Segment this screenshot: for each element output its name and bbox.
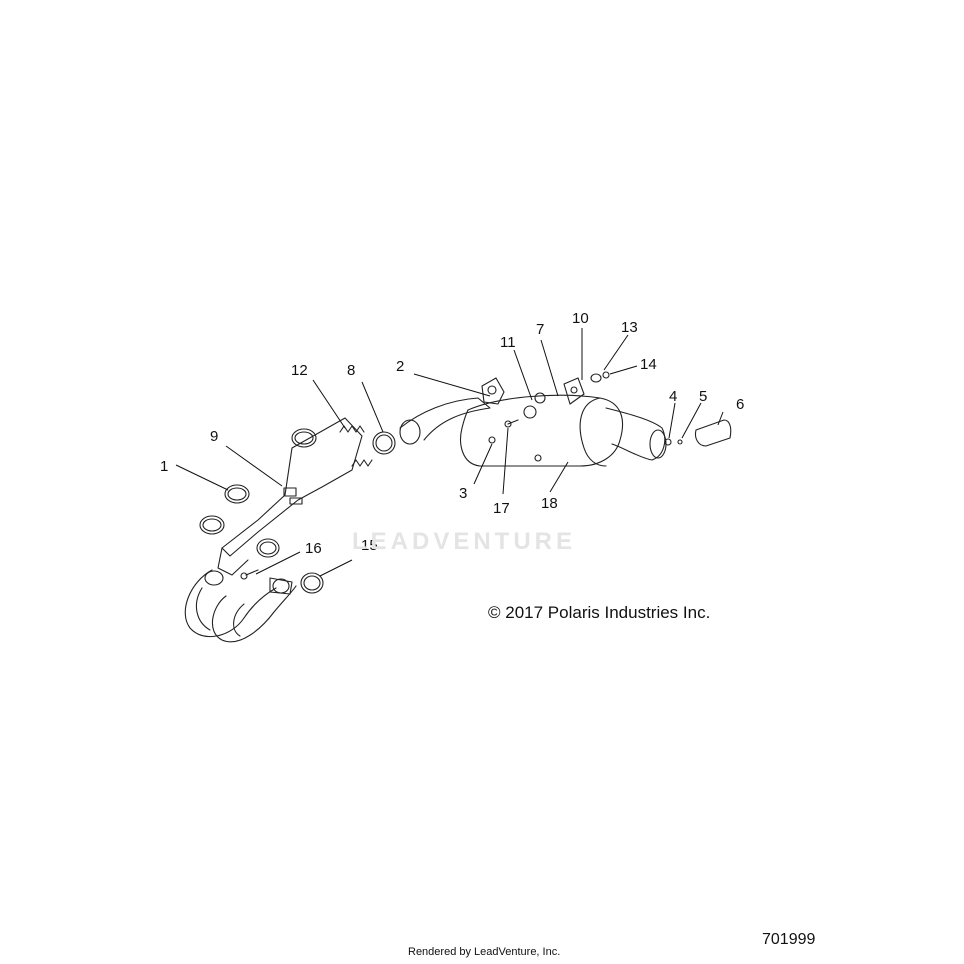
callout-11: 11: [500, 334, 516, 351]
watermark: LEADVENTURE: [352, 528, 577, 555]
clamp-ring: [199, 428, 317, 558]
copyright-notice: © 2017 Polaris Industries Inc.: [488, 603, 711, 622]
callout-12: 12: [291, 362, 308, 379]
callout-10: 10: [572, 310, 589, 327]
spring: [339, 425, 373, 467]
muffler: [399, 377, 667, 467]
gasket-lower: [300, 572, 324, 594]
callout-18: 18: [541, 495, 558, 512]
gasket: [372, 431, 396, 455]
callout-15: 15: [361, 537, 378, 554]
callout-9: 9: [210, 428, 218, 445]
diagram-id: 701999: [762, 931, 816, 948]
rendered-by-credit: Rendered by LeadVenture, Inc.: [408, 946, 561, 958]
hardware: [590, 371, 683, 446]
callout-2: 2: [396, 358, 404, 375]
callout-labels: 1 2 3 4 5 6 7 8 9 10 11 12 13 14 15 16 1…: [160, 310, 744, 557]
callout-4: 4: [669, 388, 677, 405]
callout-3: 3: [459, 485, 467, 502]
header-pipe: [184, 417, 363, 643]
callout-5: 5: [699, 388, 707, 405]
callout-17: 17: [493, 500, 510, 517]
bolt: [240, 569, 259, 580]
callout-14: 14: [640, 356, 657, 373]
leader-lines: [175, 328, 724, 577]
callout-1: 1: [160, 458, 168, 475]
callout-13: 13: [621, 319, 638, 336]
callout-16: 16: [305, 540, 322, 557]
callout-6: 6: [736, 396, 744, 413]
spark-arrestor: [694, 419, 732, 447]
callout-8: 8: [347, 362, 355, 379]
callout-7: 7: [536, 321, 544, 338]
